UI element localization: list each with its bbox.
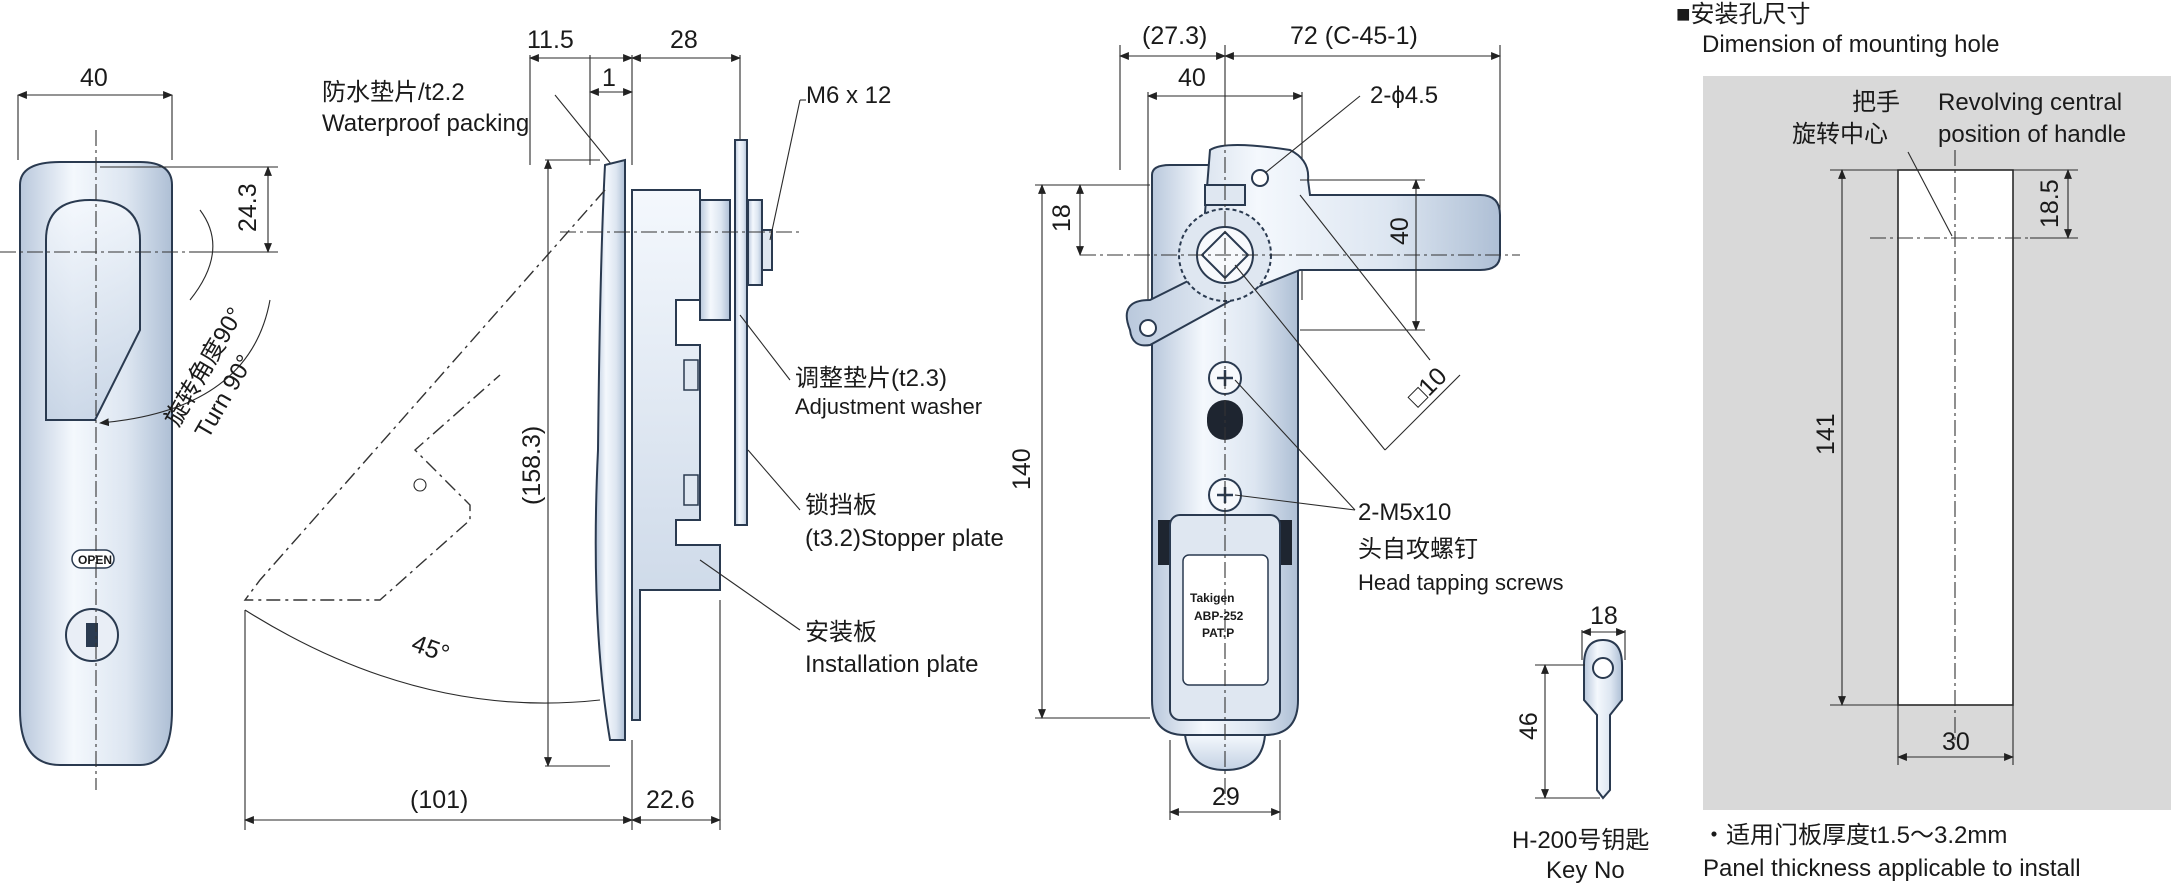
dim-30: 30	[1942, 728, 1970, 756]
bolt-label: M6 x 12	[806, 82, 891, 109]
dim-22-6: 22.6	[646, 786, 695, 814]
handle-grip	[45, 198, 141, 421]
dim-158-3: (158.3)	[518, 426, 546, 505]
dim-29: 29	[1212, 783, 1240, 811]
side-base	[631, 189, 721, 721]
mounting-hole-view: ■安装孔尺寸 Dimension of mounting hole 把手 旋转中…	[1676, 1, 2171, 882]
dim-141: 141	[1812, 413, 1840, 455]
handle-center-cn-2: 旋转中心	[1792, 121, 1888, 148]
side-handle	[594, 158, 626, 741]
handle-center-en-2: position of handle	[1938, 121, 2126, 148]
rear-view: (27.3) 72 (C-45-1) 40 Takigen ABP-252 PA…	[1008, 22, 1563, 820]
dim-101: (101)	[410, 786, 468, 814]
mounting-title-cn: ■安装孔尺寸	[1676, 1, 1811, 28]
handle-center-cn-1: 把手	[1852, 89, 1900, 116]
dim-11-5: 11.5	[527, 26, 574, 54]
stopper-label-en: (t3.2)Stopper plate	[805, 525, 1004, 552]
dim-handle-offset: 24.3	[234, 183, 262, 232]
washer-label-en: Adjustment washer	[795, 394, 982, 419]
key-name-en: Key No	[1546, 857, 1625, 883]
handle-center-en-1: Revolving central	[1938, 89, 2122, 116]
badge-line-3: PAT.P	[1202, 626, 1234, 640]
dim-27-3: (27.3)	[1142, 22, 1207, 50]
install-label-cn: 安装板	[805, 619, 877, 646]
dim-140: 140	[1008, 448, 1036, 490]
key-icon	[1583, 638, 1623, 800]
side-view: 11.5 28 1 防水垫片/t2.2 Waterproof packing (…	[243, 26, 1004, 830]
badge-line-1: Takigen	[1190, 591, 1234, 605]
screws-label-cn: 头自攻螺钉	[1358, 536, 1478, 563]
panel-thickness-en: Panel thickness applicable to install	[1703, 855, 2081, 882]
holes-label: 2-ϕ4.5	[1370, 82, 1438, 109]
dim-18-rear: 18	[1048, 204, 1076, 232]
key-name-cn: H-200号钥匙	[1512, 827, 1649, 854]
front-view: 40 OPEN 24.3 旋转角度90° Turn 90°	[0, 64, 278, 790]
square-10: □10	[1402, 362, 1452, 412]
dim-18-5: 18.5	[2036, 179, 2064, 228]
dim-28: 28	[670, 26, 698, 54]
dim-1: 1	[602, 64, 616, 92]
angle-45: 45°	[408, 629, 453, 668]
dim-40-side: 40	[1386, 217, 1414, 245]
key-view: 18 46 H-200号钥匙 Key No	[1512, 602, 1649, 883]
dim-40-top: 40	[1178, 64, 1206, 92]
key-dim-18: 18	[1590, 602, 1618, 630]
panel-thickness-cn: ・适用门板厚度t1.5～3.2mm	[1702, 822, 2007, 849]
waterproof-label-cn: 防水垫片/t2.2	[322, 79, 465, 106]
screws-label-en: Head tapping screws	[1358, 570, 1563, 595]
key-dim-46: 46	[1515, 712, 1543, 740]
open-label: OPEN	[78, 553, 112, 567]
stopper-label-cn: 锁挡板	[805, 492, 877, 519]
badge-line-2: ABP-252	[1194, 609, 1244, 623]
install-label-en: Installation plate	[805, 651, 978, 678]
dim-front-width: 40	[80, 64, 108, 92]
screws-label: 2-M5x10	[1358, 499, 1451, 526]
dim-72: 72 (C-45-1)	[1290, 22, 1418, 50]
mounting-title-en: Dimension of mounting hole	[1702, 31, 2000, 58]
washer-label-cn: 调整垫片(t2.3)	[795, 365, 947, 392]
waterproof-label-en: Waterproof packing	[322, 110, 529, 137]
